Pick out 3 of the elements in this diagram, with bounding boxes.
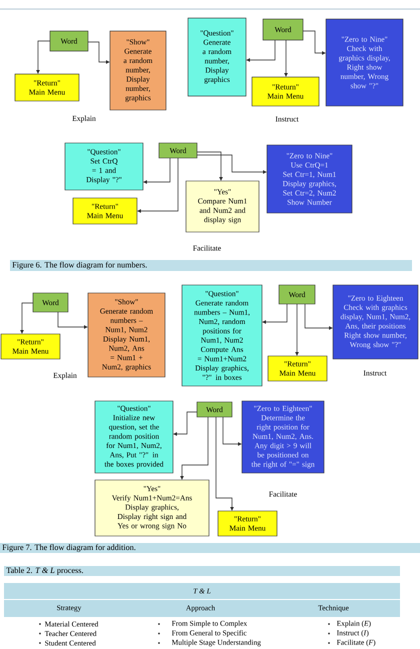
table-caption: Table 2. T & L process. xyxy=(4,566,400,576)
figure-caption: Figure 7. The flow diagram for addition. xyxy=(0,543,420,553)
figure-caption: Figure 6. The flow diagram for numbers. xyxy=(10,260,412,271)
